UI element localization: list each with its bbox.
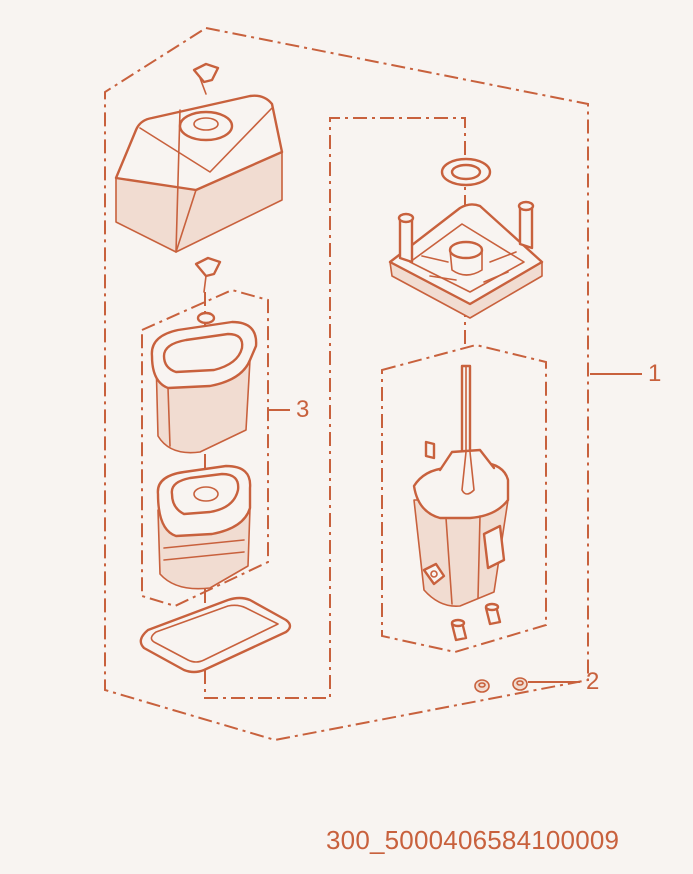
- callout-1-label: 1: [648, 360, 662, 387]
- nuts-part-2: [474, 677, 528, 693]
- filter-group-boundary-3: [141, 288, 269, 608]
- o-ring: [440, 157, 492, 187]
- foam-pre-filter: [150, 320, 258, 454]
- washer: [196, 311, 216, 325]
- air-cleaner-cover: [114, 94, 284, 253]
- paper-filter-element: [156, 464, 252, 590]
- drawing-id-label: 300_5000406584100009: [326, 825, 620, 855]
- mounting-plate: [388, 200, 544, 319]
- assembly-link-path: [204, 117, 466, 699]
- pins: [450, 602, 502, 642]
- assembly-boundary-1: [104, 26, 589, 742]
- pump-group-boundary: [381, 343, 547, 654]
- base-gasket: [139, 596, 292, 674]
- wing-nut-top: [192, 62, 220, 95]
- pump-rod: [460, 364, 472, 454]
- pump-body: [412, 440, 510, 607]
- callout-3-label: 3: [296, 396, 310, 423]
- callout-2-label: 2: [586, 668, 600, 695]
- wing-nut-lower: [194, 256, 222, 293]
